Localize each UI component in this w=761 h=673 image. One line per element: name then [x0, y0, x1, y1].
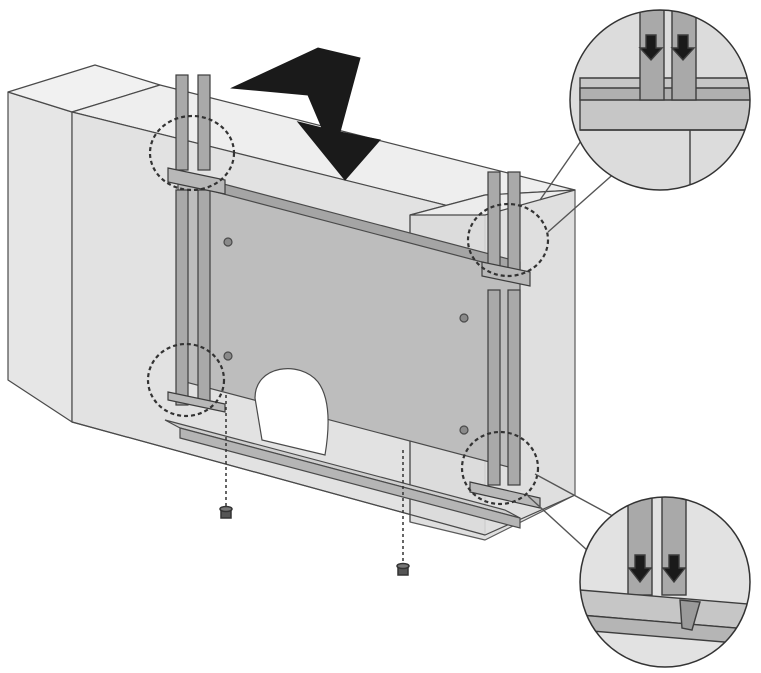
dashed-marker-circle — [148, 114, 236, 192]
down-arrow-icon — [670, 34, 696, 62]
right-bracket — [469, 171, 541, 509]
mount-hole — [223, 237, 233, 247]
dashed-marker-circle — [466, 202, 550, 278]
bottom-right-detail — [579, 496, 751, 668]
down-arrow-icon — [661, 554, 687, 584]
cable-opening — [254, 368, 329, 456]
screw-icon — [219, 505, 233, 519]
mount-hole — [223, 351, 233, 361]
dashed-markers — [146, 114, 550, 506]
left-bracket — [167, 74, 226, 413]
down-arrow-icon — [638, 34, 664, 62]
down-arrow-icon — [627, 554, 653, 584]
mount-hole — [459, 425, 469, 435]
dashed-marker-circle — [146, 342, 226, 418]
down-arrow-icon — [230, 47, 381, 181]
screw-icon — [396, 562, 410, 576]
dashed-marker-circle — [460, 430, 540, 506]
top-right-detail — [569, 9, 751, 191]
mounting-plate — [164, 171, 521, 529]
mount-hole — [459, 313, 469, 323]
screws — [219, 395, 410, 576]
